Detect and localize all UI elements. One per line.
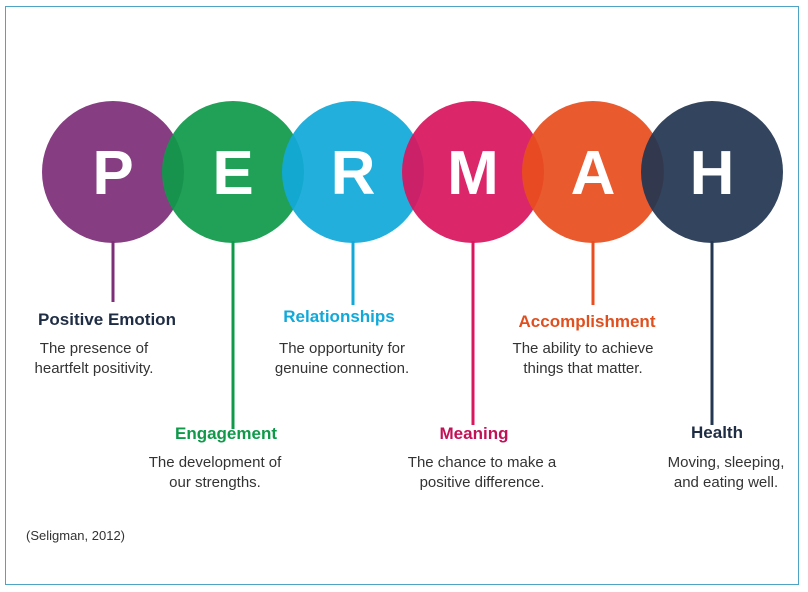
circle-e [162,101,304,243]
circle-a [522,101,664,243]
desc-line: heartfelt positivity. [34,360,154,377]
circle-r [282,101,424,243]
pillar-desc-engagement: The development of our strengths. [149,453,282,493]
desc-line: Moving, sleeping, [667,454,785,471]
desc-line: and eating well. [673,474,779,491]
letter-p: P [92,139,133,208]
pillar-title-accomplishment: Accomplishment [518,312,656,331]
pillar-title-engagement: Engagement [174,424,278,443]
pillar-desc-meaning: The chance to make a positive difference… [408,453,556,493]
desc-line: positive difference. [419,474,545,491]
desc-line: The presence of [39,340,149,357]
pillar-desc-health: Moving, sleeping, and eating well. [668,453,785,493]
desc-line: The ability to achieve [512,340,654,357]
pillar-title-meaning: Meaning [439,424,509,443]
circle-m [402,101,544,243]
desc-line: genuine connection. [274,360,410,377]
desc-line: things that matter. [523,360,643,377]
circle-h [641,101,783,243]
desc-line: The development of [148,454,282,471]
letter-m: M [447,139,499,208]
pillar-desc-relationships: The opportunity for genuine connection. [275,339,409,379]
circle-p [42,101,184,243]
letter-r: R [331,139,376,208]
desc-line: our strengths. [169,474,261,491]
letter-e: E [212,139,253,208]
pillar-desc-positive-emotion: The presence of heartfelt positivity. [35,339,154,379]
pillar-title-positive-emotion: Positive Emotion [38,310,176,329]
desc-line: The chance to make a [407,454,557,471]
pillar-desc-accomplishment: The ability to achieve things that matte… [513,339,654,379]
desc-line: The opportunity for [279,340,405,357]
citation: (Seligman, 2012) [26,528,125,543]
letter-h: H [690,139,735,208]
pillar-title-health: Health [691,423,743,442]
pillar-title-relationships: Relationships [283,307,395,326]
permah-diagram-frame: P E R M A H Positive Emotion The presence of … [5,6,799,585]
letter-a: A [571,139,616,208]
